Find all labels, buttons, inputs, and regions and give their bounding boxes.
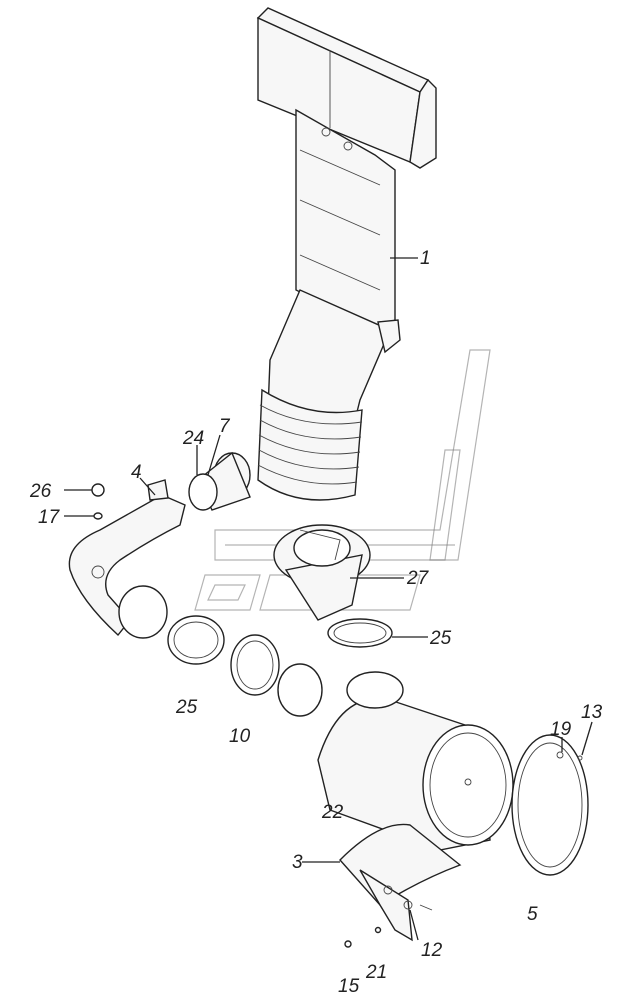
nut-26: [91, 483, 105, 497]
cyclone-separator: [273, 524, 371, 621]
callout-15: 15: [338, 976, 360, 997]
air-filter-housing: [317, 671, 514, 851]
intake-hose: [68, 479, 186, 639]
callout-27: 27: [406, 568, 430, 589]
callout-24: 24: [182, 428, 204, 449]
callout-7: 7: [219, 416, 231, 437]
washer-15: [344, 940, 352, 948]
callout-labels: 1 7 24 4 26 17 27 25 25 10 22 19 13 5 3 …: [29, 248, 603, 997]
air-intake-pipe: [256, 7, 437, 441]
washer-21: [374, 926, 382, 934]
callout-10: 10: [229, 726, 251, 747]
callout-4: 4: [131, 462, 142, 483]
watermark-logo: [194, 349, 491, 611]
callout-19: 19: [550, 719, 572, 740]
callout-17: 17: [38, 507, 61, 528]
leader-lines: [64, 257, 593, 941]
connector-sleeve: [230, 634, 323, 717]
short-pipe: [188, 451, 251, 511]
callout-26: 26: [29, 481, 52, 502]
callout-22: 22: [321, 802, 344, 823]
callout-5: 5: [527, 904, 538, 925]
bellows-section: [257, 388, 363, 501]
callout-13: 13: [581, 702, 603, 723]
band-clamp: [511, 734, 589, 876]
callout-21: 21: [365, 962, 387, 983]
hose-clamp-left: [167, 615, 225, 665]
hose-clamp-right: [327, 618, 393, 648]
mounting-bracket: [339, 823, 462, 942]
callout-1: 1: [420, 248, 431, 269]
callout-12: 12: [421, 940, 443, 961]
callout-3: 3: [292, 852, 303, 873]
washer-17: [93, 512, 103, 520]
callout-25b: 25: [429, 628, 452, 649]
callout-25a: 25: [175, 697, 198, 718]
